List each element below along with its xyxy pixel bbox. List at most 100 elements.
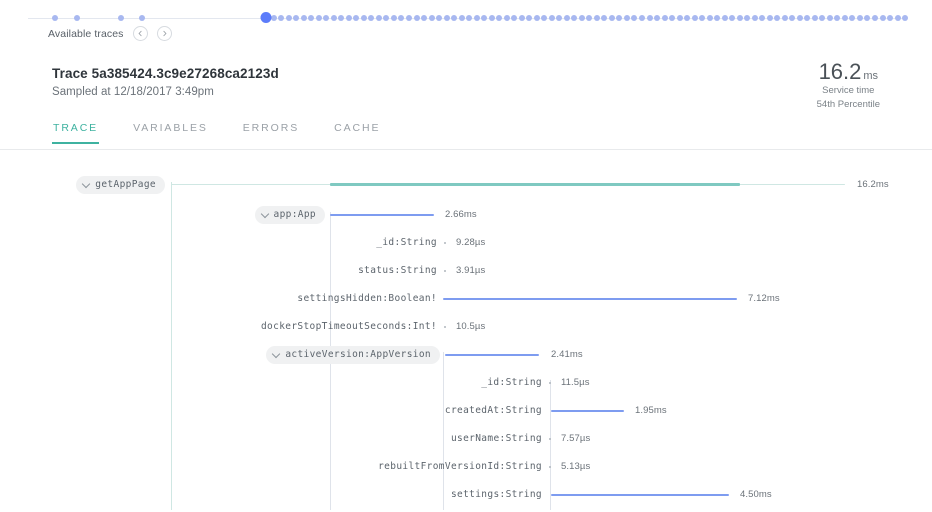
trace-dot[interactable] [841,15,848,21]
trace-dot[interactable] [330,15,337,21]
trace-dot[interactable] [879,15,886,21]
trace-dot[interactable] [623,15,630,21]
tab-cache[interactable]: CACHE [333,120,381,143]
chevron-down-icon[interactable] [83,181,90,188]
trace-dot[interactable] [654,15,661,21]
trace-dot[interactable] [481,15,488,21]
trace-dot[interactable] [360,15,367,21]
trace-strip-dots[interactable] [28,11,909,27]
trace-dot[interactable] [639,15,645,21]
trace-dot[interactable] [368,15,375,21]
trace-dot[interactable] [488,15,495,21]
trace-dot[interactable] [601,15,608,21]
trace-dot[interactable] [586,15,593,21]
trace-dot[interactable] [533,15,540,21]
trace-dot[interactable] [894,15,901,21]
trace-dot[interactable] [796,15,803,21]
trace-dot[interactable] [139,15,146,21]
trace-row-label[interactable]: getAppPage [76,176,165,194]
trace-dot[interactable] [631,15,638,21]
trace-dot[interactable] [699,15,706,21]
trace-dot[interactable] [819,15,826,21]
trace-dot[interactable] [345,15,352,21]
trace-dot[interactable] [571,15,578,21]
trace-dot[interactable] [398,15,405,21]
chevron-down-icon[interactable] [262,211,269,218]
trace-row[interactable]: dockerStopTimeoutSeconds:Int!10.5µs [0,318,932,344]
trace-dot[interactable] [669,15,676,21]
trace-dot[interactable] [323,15,330,21]
trace-dot[interactable] [270,15,277,21]
trace-dot[interactable] [315,15,322,21]
trace-dot[interactable] [518,15,525,21]
trace-dot[interactable] [556,15,563,21]
trace-dot[interactable] [74,15,81,21]
trace-dot[interactable] [293,15,300,21]
trace-dot[interactable] [646,15,653,21]
trace-dot[interactable] [616,15,623,21]
trace-dot[interactable] [375,15,382,21]
trace-dot[interactable] [338,15,345,21]
trace-dot[interactable] [691,15,698,21]
trace-dot[interactable] [451,15,458,21]
trace-dot[interactable] [751,15,758,21]
trace-dot[interactable] [864,15,871,21]
trace-dot[interactable] [766,15,773,21]
trace-dot[interactable] [383,15,390,21]
trace-dot[interactable] [744,15,751,21]
trace-dot[interactable] [413,15,420,21]
trace-dot[interactable] [563,15,570,21]
trace-dot[interactable] [51,15,58,21]
trace-dot[interactable] [458,15,465,21]
trace-dot[interactable] [608,15,615,21]
tab-errors[interactable]: ERRORS [242,120,300,143]
trace-dot[interactable] [390,15,397,21]
trace-dot[interactable] [578,15,585,21]
trace-selector-strip[interactable]: Available traces [0,0,932,46]
trace-dot[interactable] [774,15,781,21]
trace-dot[interactable] [511,15,518,21]
trace-dot[interactable] [834,15,841,21]
trace-dot[interactable] [872,15,878,21]
trace-dot[interactable] [406,15,412,21]
trace-dot[interactable] [676,15,683,21]
trace-dot[interactable] [526,15,533,21]
trace-dot[interactable] [593,15,600,21]
trace-dot[interactable] [117,15,124,21]
trace-dot[interactable] [729,15,736,21]
trace-dot[interactable] [759,15,766,21]
prev-traces-button[interactable] [132,26,148,41]
trace-dot[interactable] [849,15,856,21]
trace-dot[interactable] [684,15,691,21]
trace-dot[interactable] [706,15,713,21]
trace-dot[interactable] [308,15,315,21]
trace-dot[interactable] [541,15,548,21]
tab-variables[interactable]: VARIABLES [132,120,209,143]
trace-dot[interactable] [811,15,818,21]
trace-dot[interactable] [285,15,292,21]
trace-dot[interactable] [887,15,894,21]
trace-dot[interactable] [781,15,788,21]
trace-dot[interactable] [856,15,863,21]
trace-dot[interactable] [466,15,473,21]
trace-dot[interactable] [503,15,510,21]
trace-dot[interactable] [443,15,450,21]
trace-dot[interactable] [661,15,668,21]
trace-dot[interactable] [421,15,428,21]
trace-dot-selected[interactable] [260,12,272,23]
trace-dot[interactable] [353,15,360,21]
tab-trace[interactable]: TRACE [52,120,100,144]
trace-dot[interactable] [714,15,721,21]
trace-dot[interactable] [428,15,435,21]
trace-row[interactable]: settingsHidden:Boolean!7.12ms [0,290,932,316]
trace-dot[interactable] [436,15,443,21]
trace-row-label[interactable]: activeVersion:AppVersion [266,346,440,364]
trace-dot[interactable] [804,15,811,21]
